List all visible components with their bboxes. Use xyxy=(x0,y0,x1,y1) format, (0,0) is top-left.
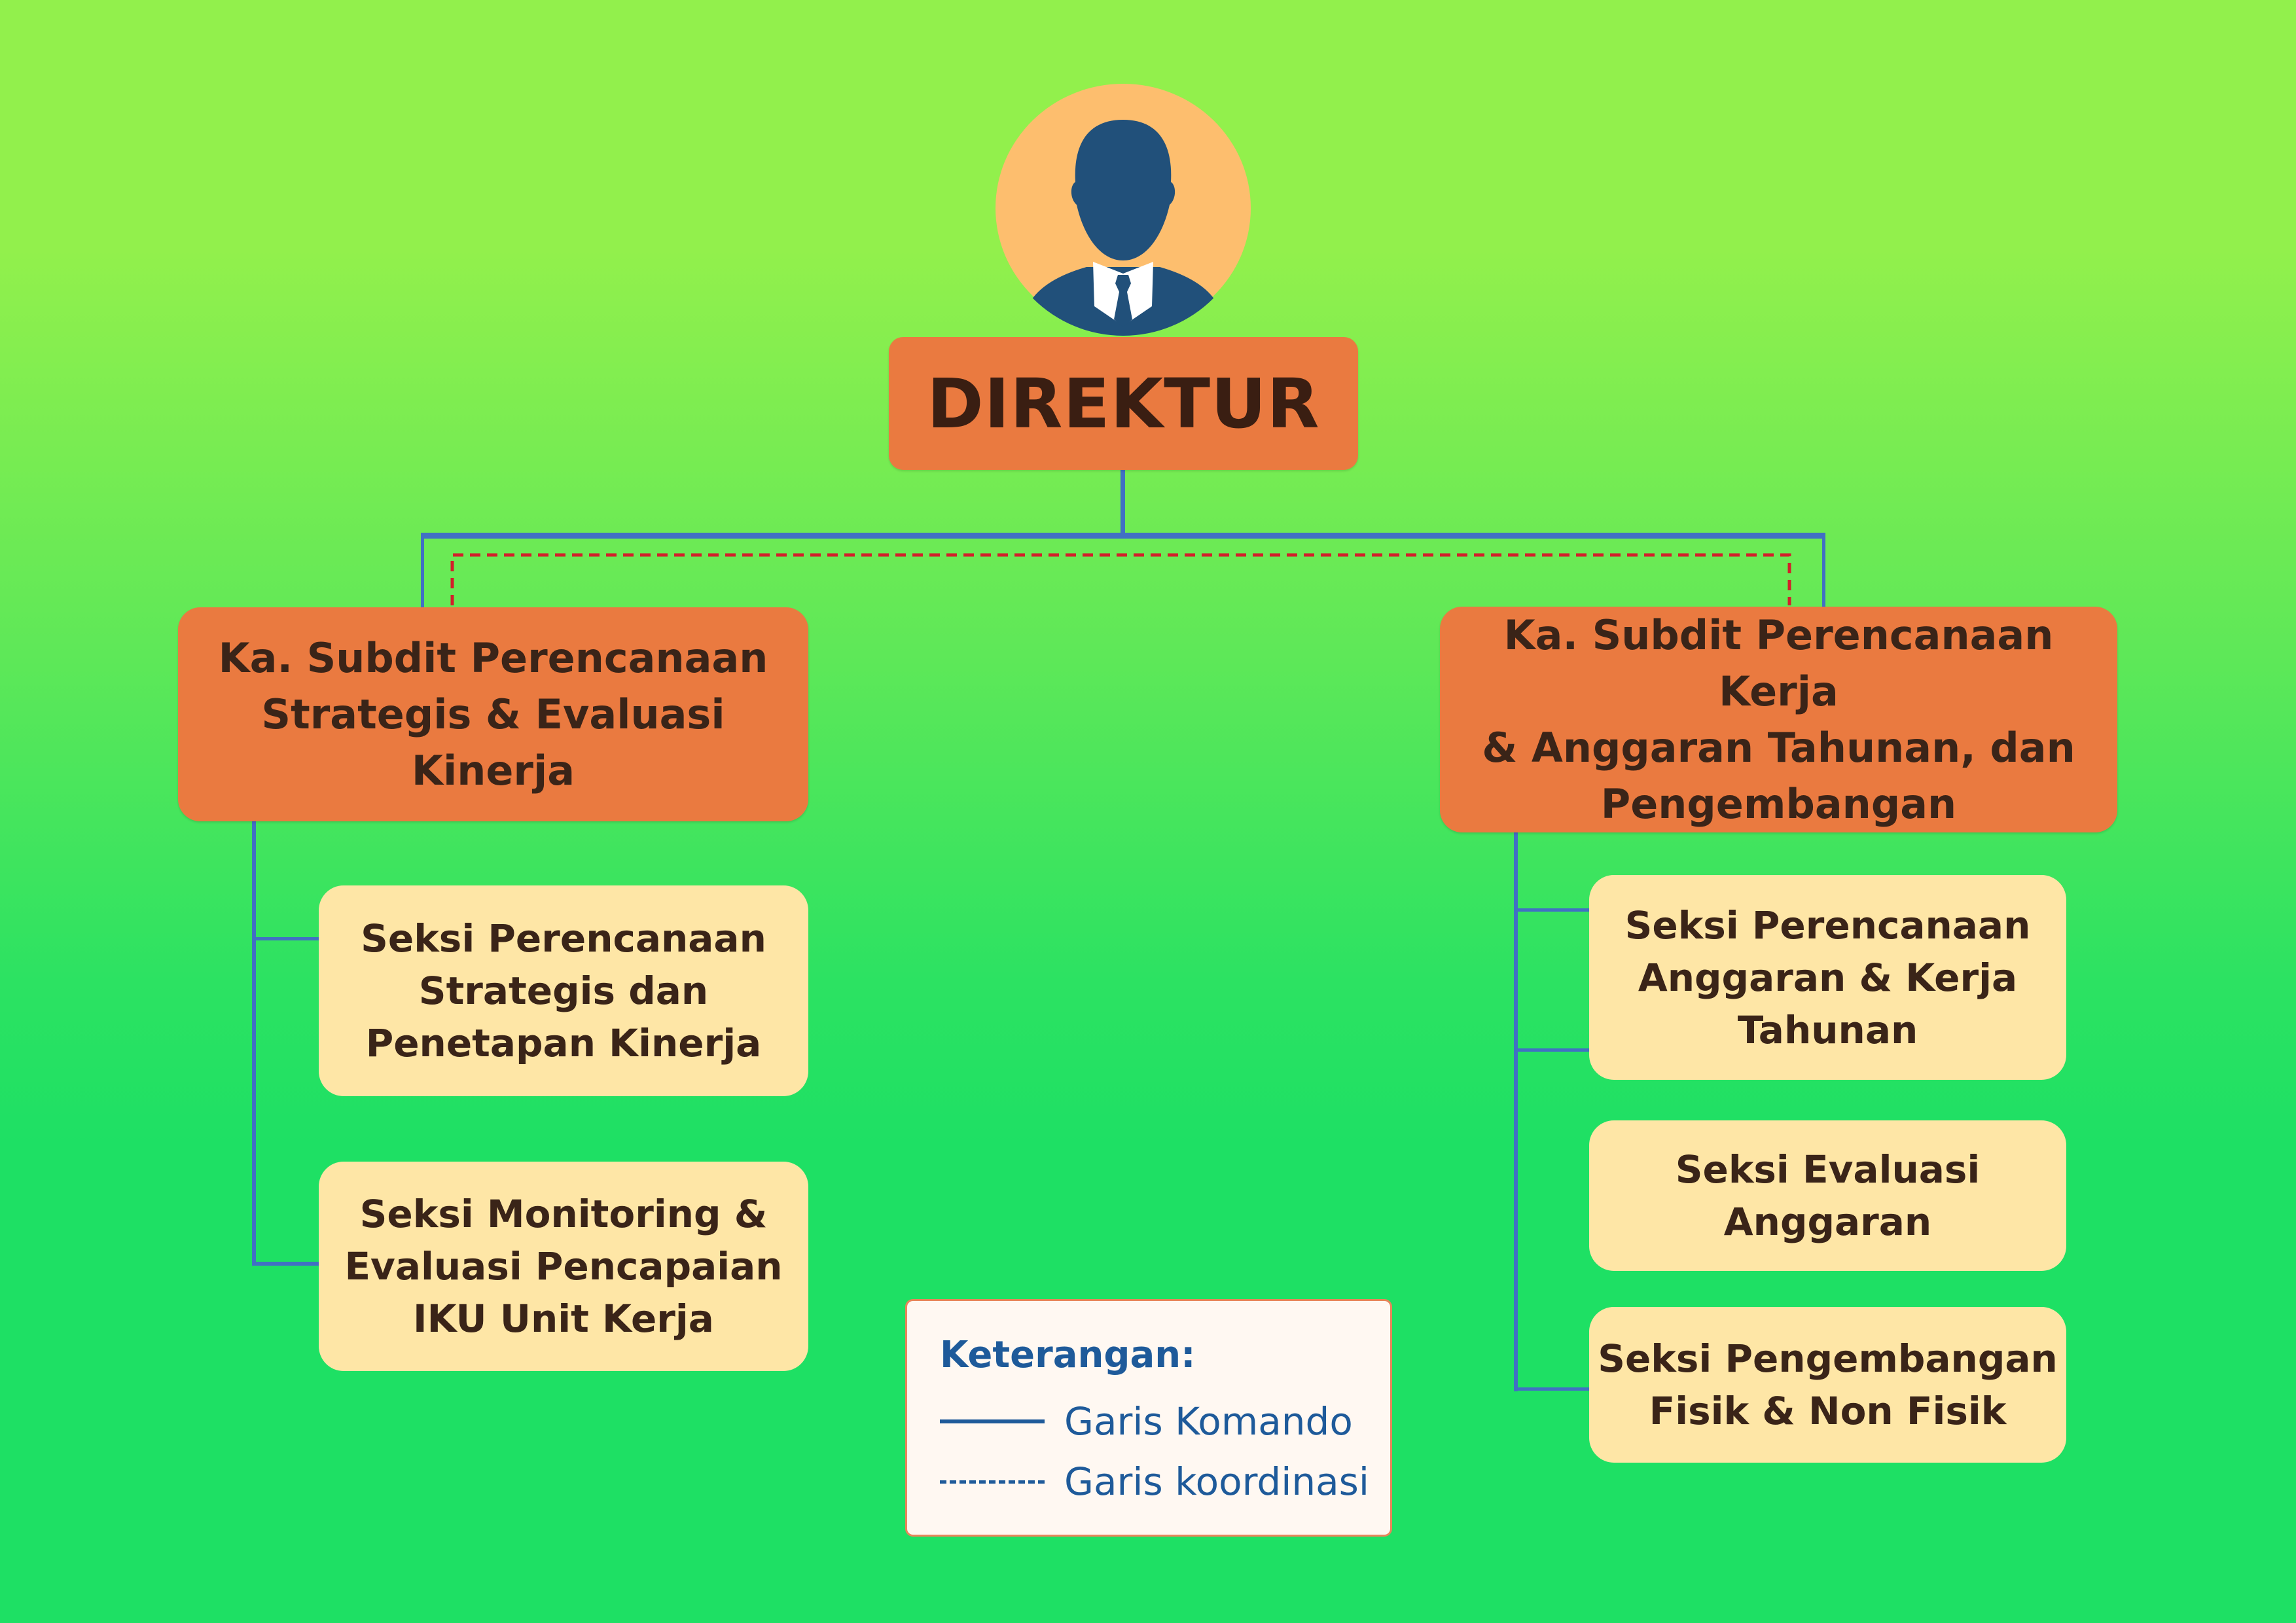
coordination-dashed-path xyxy=(450,553,1791,605)
coordination-line xyxy=(450,553,1791,605)
section-box: Seksi Monitoring & Evaluasi Pencapaian I… xyxy=(319,1162,808,1371)
command-line-left-drop xyxy=(421,533,424,609)
command-line-right-branch-2 xyxy=(1514,1048,1590,1052)
director-box: DIREKTUR xyxy=(889,337,1358,470)
command-line-left-branch-1 xyxy=(252,937,320,940)
command-line-top-bar xyxy=(421,533,1825,539)
legend-label: Garis Komando xyxy=(1064,1399,1353,1444)
subdit-work-budget-planning-box: Ka. Subdit Perencanaan Kerja & Anggaran … xyxy=(1440,607,2117,832)
command-line-right-spine xyxy=(1514,832,1518,1391)
legend-item-coordination: Garis koordinasi xyxy=(940,1459,1369,1504)
section-title: Seksi Pengembangan Fisik & Non Fisik xyxy=(1598,1336,2058,1433)
person-in-suit-icon xyxy=(996,84,1251,336)
dashed-line-sample-icon xyxy=(940,1480,1045,1484)
section-box: Seksi Pengembangan Fisik & Non Fisik xyxy=(1589,1307,2066,1463)
section-box: Seksi Evaluasi Anggaran xyxy=(1589,1120,2066,1271)
subdit-title: Ka. Subdit Perencanaan Kerja & Anggaran … xyxy=(1482,611,2075,828)
command-line-left-branch-2 xyxy=(252,1262,320,1266)
command-line-left-spine xyxy=(252,821,256,1266)
command-line-right-branch-3 xyxy=(1514,1387,1590,1391)
command-line-director-stem xyxy=(1121,470,1125,535)
section-title: Seksi Monitoring & Evaluasi Pencapaian I… xyxy=(344,1192,783,1341)
command-line-right-drop xyxy=(1822,533,1825,609)
subdit-strategic-planning-box: Ka. Subdit Perencanaan Strategis & Evalu… xyxy=(178,607,808,821)
section-box: Seksi Perencanaan Strategis dan Penetapa… xyxy=(319,885,808,1096)
legend-label: Garis koordinasi xyxy=(1064,1459,1369,1504)
subdit-title: Ka. Subdit Perencanaan Strategis & Evalu… xyxy=(218,633,768,794)
section-title: Seksi Perencanaan Anggaran & Kerja Tahun… xyxy=(1624,902,2031,1052)
legend-title: Keterangan: xyxy=(940,1334,1196,1376)
legend: Keterangan: Garis Komando Garis koordina… xyxy=(905,1299,1392,1537)
solid-line-sample-icon xyxy=(940,1419,1045,1423)
director-title: DIREKTUR xyxy=(927,363,1320,444)
section-title: Seksi Evaluasi Anggaran xyxy=(1675,1147,1981,1244)
command-line-right-branch-1 xyxy=(1514,908,1590,912)
legend-item-command: Garis Komando xyxy=(940,1399,1353,1444)
section-box: Seksi Perencanaan Anggaran & Kerja Tahun… xyxy=(1589,875,2066,1080)
section-title: Seksi Perencanaan Strategis dan Penetapa… xyxy=(361,916,766,1065)
